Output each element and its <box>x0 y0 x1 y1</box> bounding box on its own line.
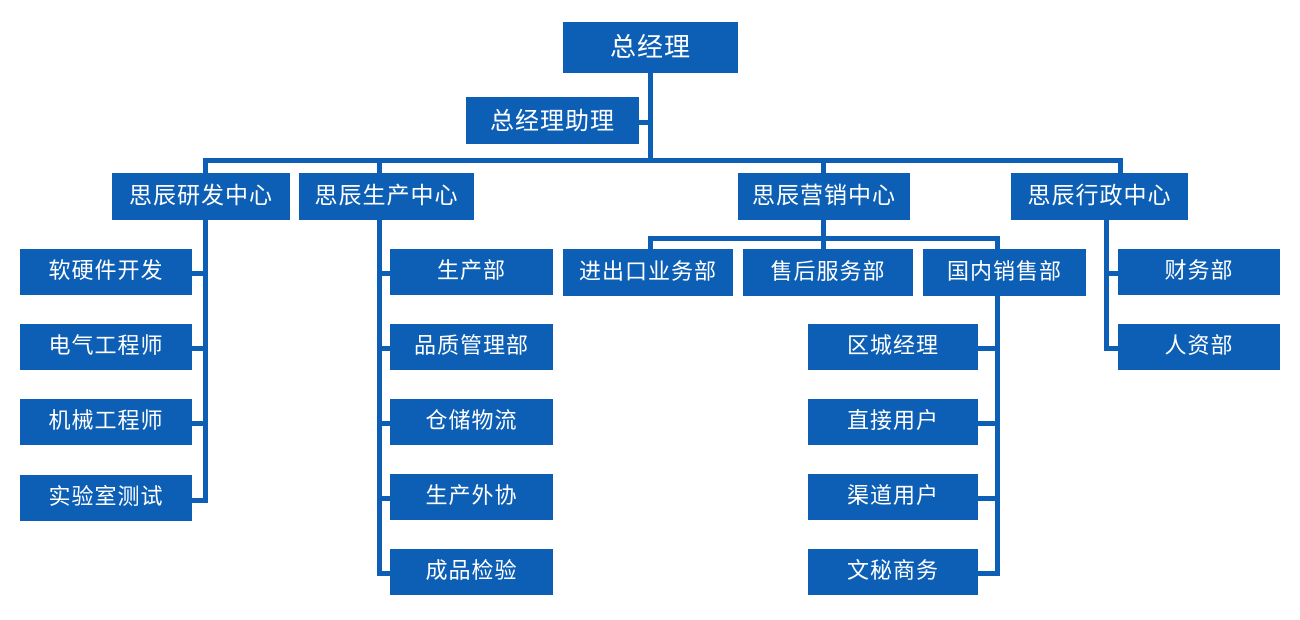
node-label-prod-child-2: 品质管理部 <box>413 334 529 359</box>
connector-gm-vertical <box>648 73 653 163</box>
node-domestic-sales-dept[interactable]: 国内销售部 <box>923 249 1086 296</box>
connector-admin-stub-1 <box>1104 271 1122 276</box>
node-label-sales-child-3: 渠道用户 <box>846 484 939 509</box>
node-rd-child-3[interactable]: 机械工程师 <box>20 399 192 445</box>
node-marketing-center[interactable]: 思辰营销中心 <box>738 173 910 220</box>
connector-sales-stub-1 <box>977 346 1000 351</box>
node-label-prod-child-5: 成品检验 <box>425 559 518 584</box>
connector-rd-spine <box>203 220 208 503</box>
connector-prod-stub-1 <box>377 271 395 276</box>
connector-mkt-down <box>821 216 826 241</box>
connector-drop-import-export <box>648 236 653 252</box>
connector-rd-stub-4 <box>191 498 208 503</box>
node-label-prod-child-1: 生产部 <box>436 259 506 284</box>
node-sales-child-1[interactable]: 区城经理 <box>808 324 978 370</box>
node-label-prod-child-4: 生产外协 <box>425 484 518 509</box>
node-general-manager[interactable]: 总经理 <box>563 22 738 73</box>
node-label-admin-child-1: 财务部 <box>1164 259 1234 284</box>
connector-drop-admin <box>1118 158 1123 178</box>
connector-prod-spine <box>377 220 382 573</box>
connector-drop-domestic-sales <box>995 236 1000 252</box>
connector-drop-prod <box>377 158 382 178</box>
node-after-sales-dept[interactable]: 售后服务部 <box>743 249 913 296</box>
connector-drop-mkt <box>821 158 826 178</box>
connector-sales-stub-4 <box>977 571 1000 576</box>
connector-main-bus <box>203 158 1123 163</box>
node-sales-child-3[interactable]: 渠道用户 <box>808 474 978 520</box>
connector-rd-stub-2 <box>191 346 208 351</box>
node-label-admin-child-2: 人资部 <box>1164 334 1234 359</box>
node-label-sales-child-4: 文秘商务 <box>846 559 939 584</box>
node-label-production-center: 思辰生产中心 <box>314 183 459 209</box>
connector-rd-stub-1 <box>191 271 208 276</box>
node-label-sales-child-1: 区城经理 <box>846 334 939 359</box>
node-rd-child-4[interactable]: 实验室测试 <box>20 475 192 521</box>
node-label-gm-assistant: 总经理助理 <box>490 106 615 135</box>
node-sales-child-2[interactable]: 直接用户 <box>808 399 978 445</box>
node-prod-child-2[interactable]: 品质管理部 <box>390 324 553 370</box>
connector-admin-spine <box>1104 216 1109 351</box>
node-label-rd-child-2: 电气工程师 <box>48 334 164 359</box>
node-label-after-sales-dept: 售后服务部 <box>770 259 886 285</box>
node-prod-child-5[interactable]: 成品检验 <box>390 549 553 595</box>
connector-sales-stub-2 <box>977 421 1000 426</box>
node-label-prod-child-3: 仓储物流 <box>425 409 518 434</box>
node-rd-center[interactable]: 思辰研发中心 <box>112 173 290 220</box>
connector-prod-stub-3 <box>377 421 395 426</box>
node-prod-child-1[interactable]: 生产部 <box>390 249 553 295</box>
connector-prod-stub-2 <box>377 346 395 351</box>
node-prod-child-3[interactable]: 仓储物流 <box>390 399 553 445</box>
node-import-export-dept[interactable]: 进出口业务部 <box>563 249 733 296</box>
connector-drop-after-sales <box>821 236 826 252</box>
node-label-domestic-sales-dept: 国内销售部 <box>946 259 1062 285</box>
node-gm-assistant[interactable]: 总经理助理 <box>466 97 639 144</box>
node-prod-child-4[interactable]: 生产外协 <box>390 474 553 520</box>
connector-sales-stub-3 <box>977 496 1000 501</box>
connector-drop-rd <box>203 158 208 178</box>
node-label-rd-center: 思辰研发中心 <box>129 183 273 209</box>
connector-sales-spine <box>995 290 1000 573</box>
node-label-rd-child-3: 机械工程师 <box>48 409 164 434</box>
node-label-rd-child-4: 实验室测试 <box>48 485 164 510</box>
node-label-marketing-center: 思辰营销中心 <box>752 183 896 209</box>
connector-rd-stub-3 <box>191 421 208 426</box>
node-production-center[interactable]: 思辰生产中心 <box>299 173 474 220</box>
node-rd-child-1[interactable]: 软硬件开发 <box>20 249 192 295</box>
connector-gm-assistant-stub <box>639 120 653 125</box>
node-admin-center[interactable]: 思辰行政中心 <box>1011 173 1188 220</box>
node-label-admin-center: 思辰行政中心 <box>1027 183 1172 209</box>
node-admin-child-2[interactable]: 人资部 <box>1118 324 1280 370</box>
connector-admin-stub-2 <box>1104 346 1122 351</box>
node-rd-child-2[interactable]: 电气工程师 <box>20 324 192 370</box>
node-label-rd-child-1: 软硬件开发 <box>48 259 164 284</box>
connector-prod-stub-4 <box>377 496 395 501</box>
node-label-import-export-dept: 进出口业务部 <box>578 259 717 285</box>
node-label-sales-child-2: 直接用户 <box>846 409 939 434</box>
connector-prod-stub-5 <box>377 571 395 576</box>
node-sales-child-4[interactable]: 文秘商务 <box>808 549 978 595</box>
node-admin-child-1[interactable]: 财务部 <box>1118 249 1280 295</box>
node-label-general-manager: 总经理 <box>609 32 691 63</box>
